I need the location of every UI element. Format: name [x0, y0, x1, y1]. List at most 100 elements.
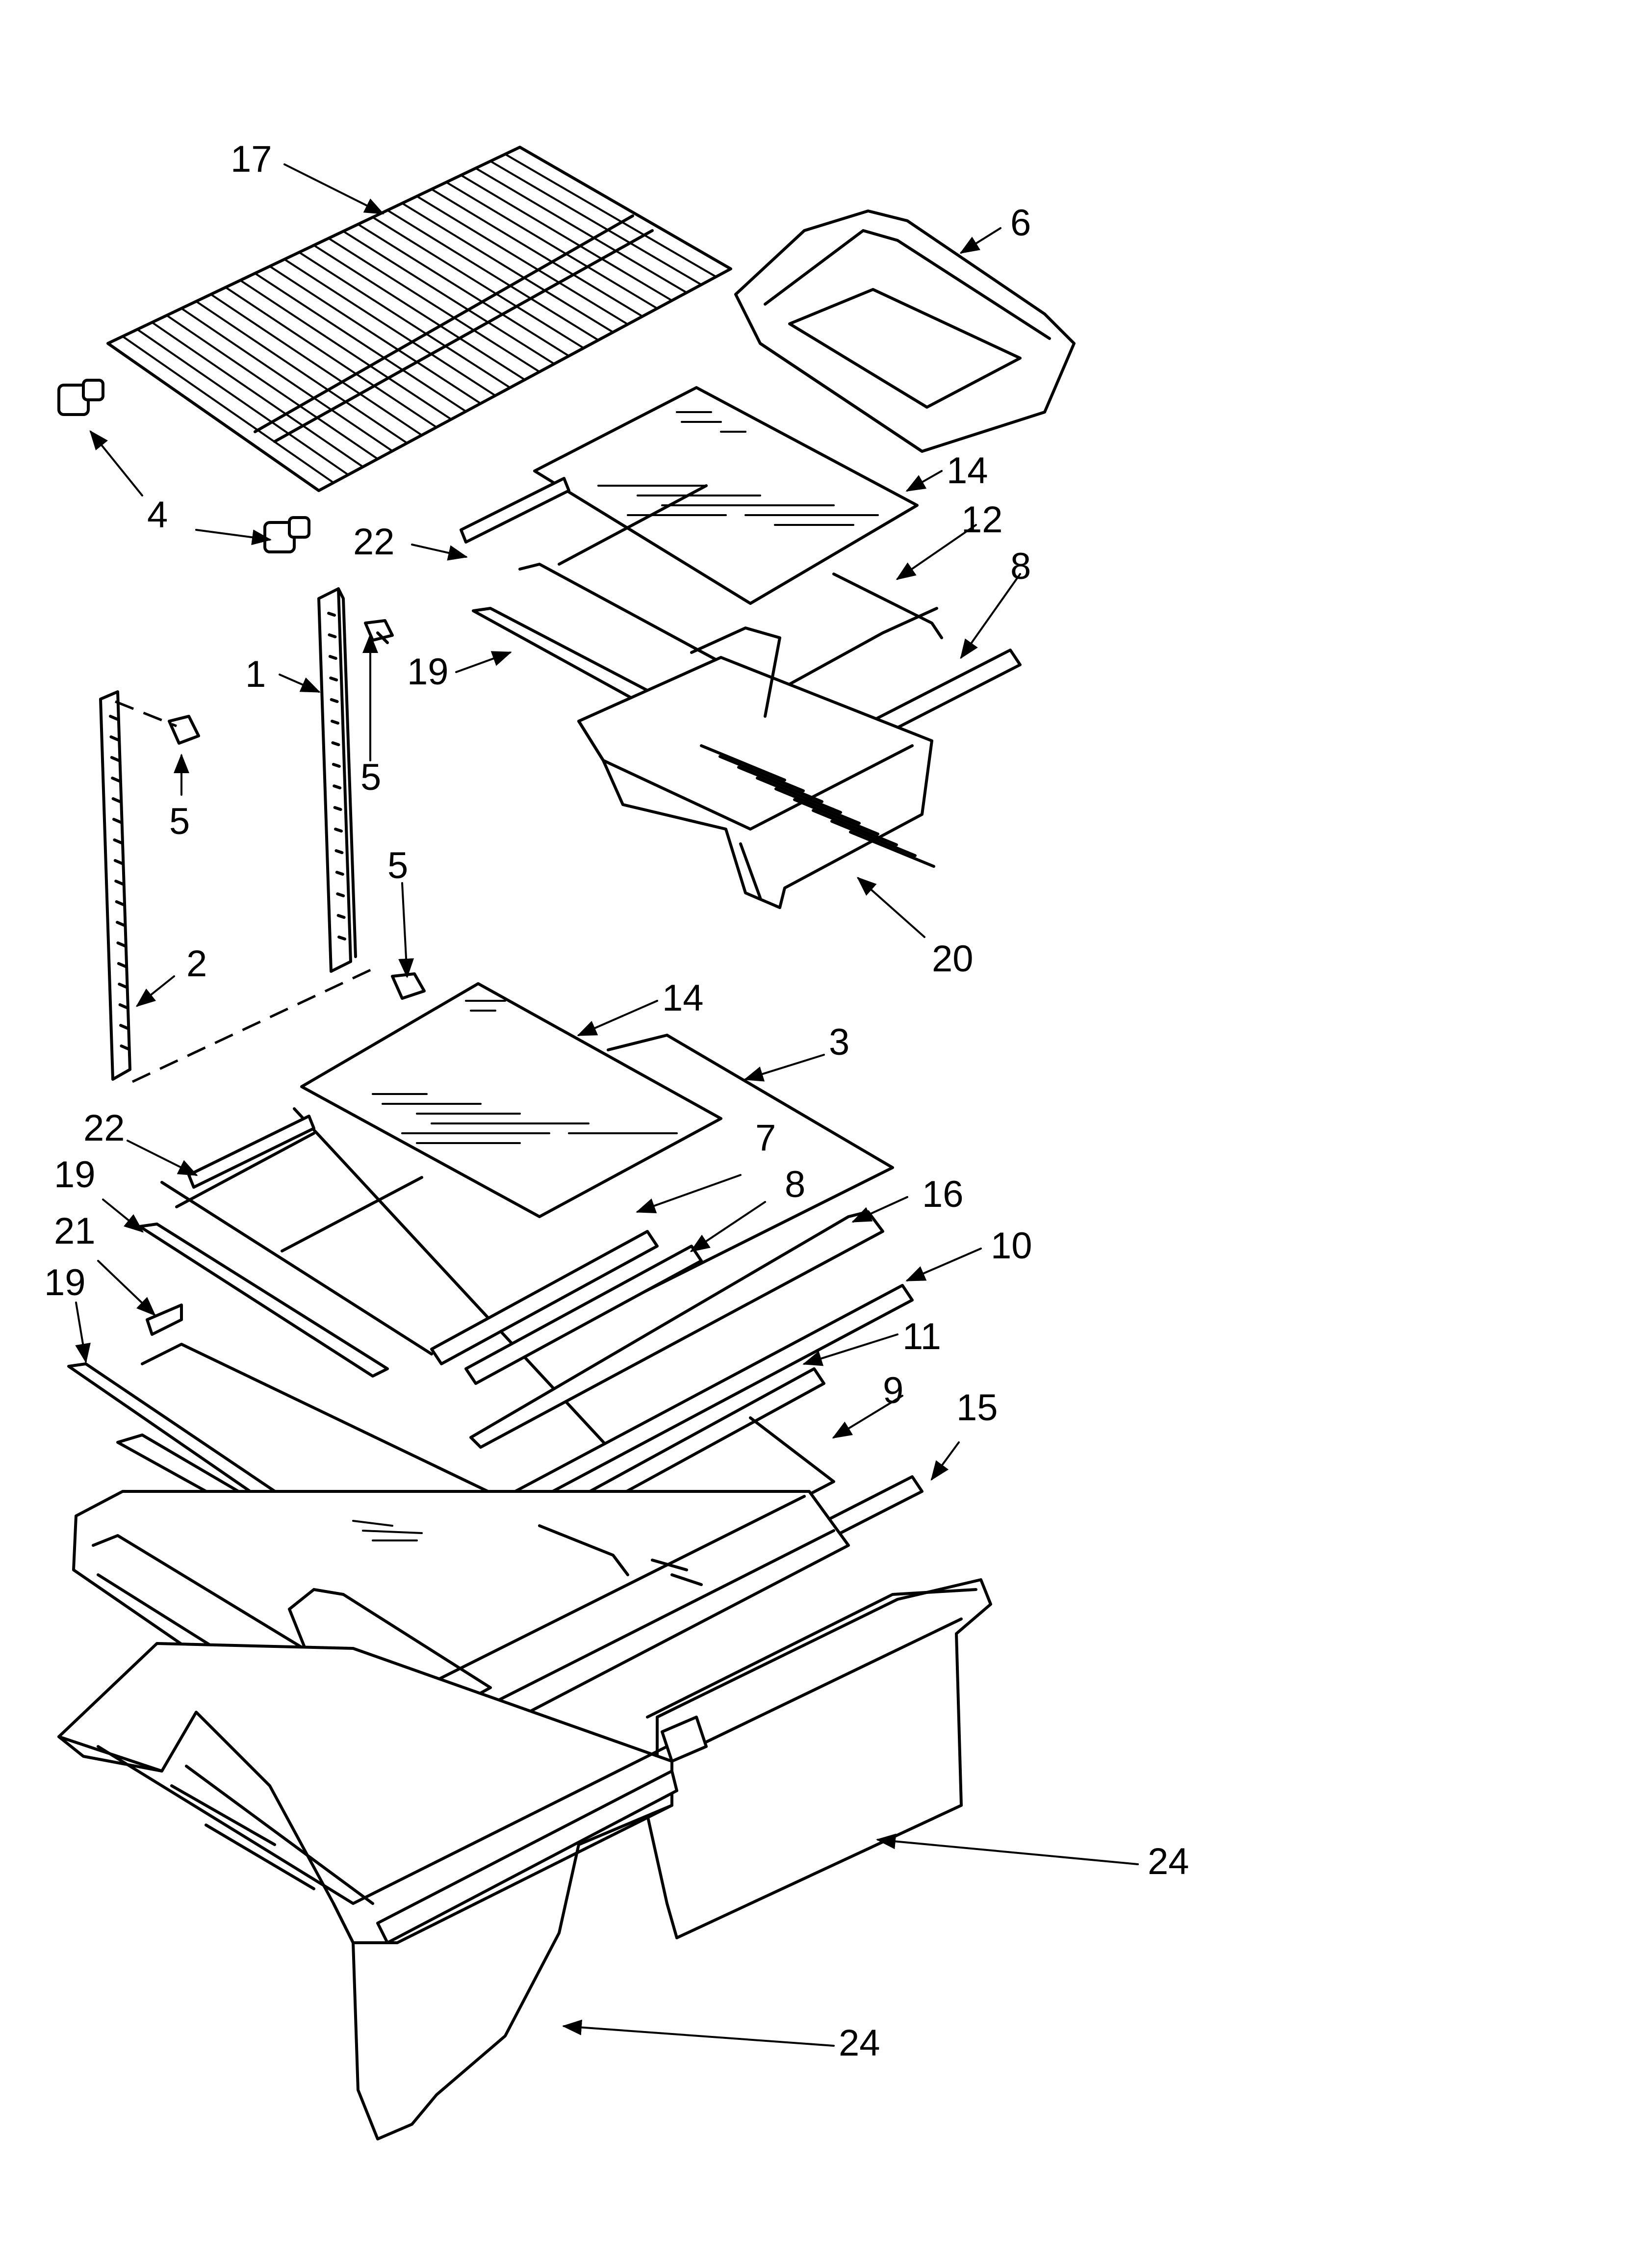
callout-24-left: 24 — [839, 2022, 880, 2064]
crisper-drawer-left — [57, 1642, 678, 2140]
callout-11: 11 — [902, 1316, 941, 1357]
rail-slot — [327, 612, 336, 617]
wire-shelf — [106, 146, 732, 492]
shelf-wire — [401, 202, 614, 334]
rail-slot — [112, 818, 122, 824]
rail-slot — [118, 983, 128, 989]
rail-slot — [118, 1003, 128, 1009]
storage-bin — [734, 209, 1076, 453]
rail-slot — [116, 921, 126, 927]
callout-5-left: 5 — [169, 801, 190, 842]
trim-lower-22 — [187, 1115, 315, 1189]
rail-slot — [329, 677, 338, 681]
rail-slot — [113, 838, 123, 844]
shelf-wire — [239, 279, 452, 420]
rail-slot — [336, 892, 345, 897]
callout-10: 10 — [991, 1225, 1032, 1267]
vent-slot — [774, 787, 861, 825]
shelf-wire — [166, 314, 379, 460]
crisper-drawer-upper — [577, 626, 935, 909]
shelf-wire — [136, 328, 349, 476]
rail-slot — [120, 1044, 130, 1050]
glass-shelf-upper — [533, 386, 919, 605]
vent-slot — [793, 798, 879, 835]
shelf-wire — [386, 209, 599, 341]
shelf-wire — [416, 195, 629, 325]
rail-slot — [109, 735, 120, 741]
vent-slot — [737, 766, 823, 803]
ladder-rail-center — [317, 587, 357, 973]
shelf-wire — [298, 251, 511, 389]
vent-slot — [718, 755, 805, 792]
shelf-wire — [269, 265, 482, 405]
crisper-drawer-right — [646, 1578, 992, 1939]
callout-8-lower: 8 — [785, 1164, 805, 1205]
vent-slot — [849, 831, 935, 868]
callout-14-upper: 14 — [947, 450, 988, 492]
shelf-wire — [357, 223, 570, 357]
callout-5-center: 5 — [360, 756, 381, 798]
callout-7: 7 — [755, 1117, 776, 1159]
callout-labels: 17 4 6 14 12 8 22 19 1 5 5 5 2 20 14 3 2… — [44, 138, 1189, 2064]
callout-20: 20 — [932, 938, 974, 980]
shelf-wire — [475, 167, 688, 294]
callout-21: 21 — [54, 1210, 96, 1252]
callout-6: 6 — [1010, 202, 1031, 244]
ladder-rail-left — [99, 690, 131, 1081]
screw-bottom — [391, 972, 426, 1000]
rail-slot — [333, 784, 342, 789]
rail-slot — [336, 914, 346, 919]
glass-shelf-lower — [300, 982, 722, 1218]
vent-slot — [756, 777, 842, 814]
shelf-wire — [195, 300, 408, 444]
vent-slot — [830, 820, 917, 857]
shelf-peg-right — [263, 516, 310, 553]
rail-slot — [109, 715, 119, 721]
callout-19-middle: 19 — [54, 1154, 96, 1196]
rail-slot — [328, 655, 337, 660]
rail-slot — [328, 633, 337, 638]
rail-slot — [335, 871, 344, 876]
rail-slot — [331, 741, 340, 746]
callout-8-upper: 8 — [1010, 546, 1031, 587]
rail-slot — [114, 880, 125, 886]
shelf-wire — [313, 244, 526, 381]
shelf-wire — [180, 307, 393, 452]
leader-arrows — [75, 163, 1139, 2047]
rail-slot — [115, 900, 125, 906]
callout-3: 3 — [829, 1021, 849, 1063]
rail-slot — [117, 962, 127, 968]
shelf-wire — [372, 216, 585, 349]
callout-19-lower: 19 — [44, 1262, 86, 1303]
callout-15: 15 — [956, 1387, 998, 1429]
callout-22-upper: 22 — [353, 521, 395, 563]
callout-9: 9 — [883, 1370, 903, 1411]
rail-slot — [337, 936, 346, 940]
callout-16: 16 — [922, 1173, 964, 1215]
callout-1: 1 — [245, 653, 266, 695]
screw-alignment-line — [115, 700, 177, 728]
shelf-wire — [151, 321, 364, 468]
shelf-wire — [431, 188, 643, 317]
rail-slot — [119, 1024, 129, 1030]
callout-24-right: 24 — [1148, 1841, 1189, 1882]
rail-slot — [111, 777, 121, 782]
callout-12: 12 — [961, 499, 1003, 541]
rail-slot — [111, 797, 122, 803]
vent-slot — [700, 744, 786, 782]
shelf-wire — [342, 230, 555, 365]
shelf-wire — [283, 258, 496, 397]
callout-4: 4 — [147, 494, 168, 536]
rail-alignment-line — [131, 967, 374, 1083]
callout-5-lower: 5 — [387, 845, 408, 886]
shelf-wire — [122, 335, 334, 484]
callout-14-lower: 14 — [662, 977, 704, 1019]
rail-slot — [331, 720, 339, 725]
shelf-wire — [254, 272, 467, 413]
rail-slot — [113, 859, 124, 865]
rail-slot — [333, 806, 342, 811]
rail-slot — [334, 849, 344, 854]
trim-upper-22 — [460, 477, 570, 544]
shelf-peg-left — [57, 379, 104, 416]
